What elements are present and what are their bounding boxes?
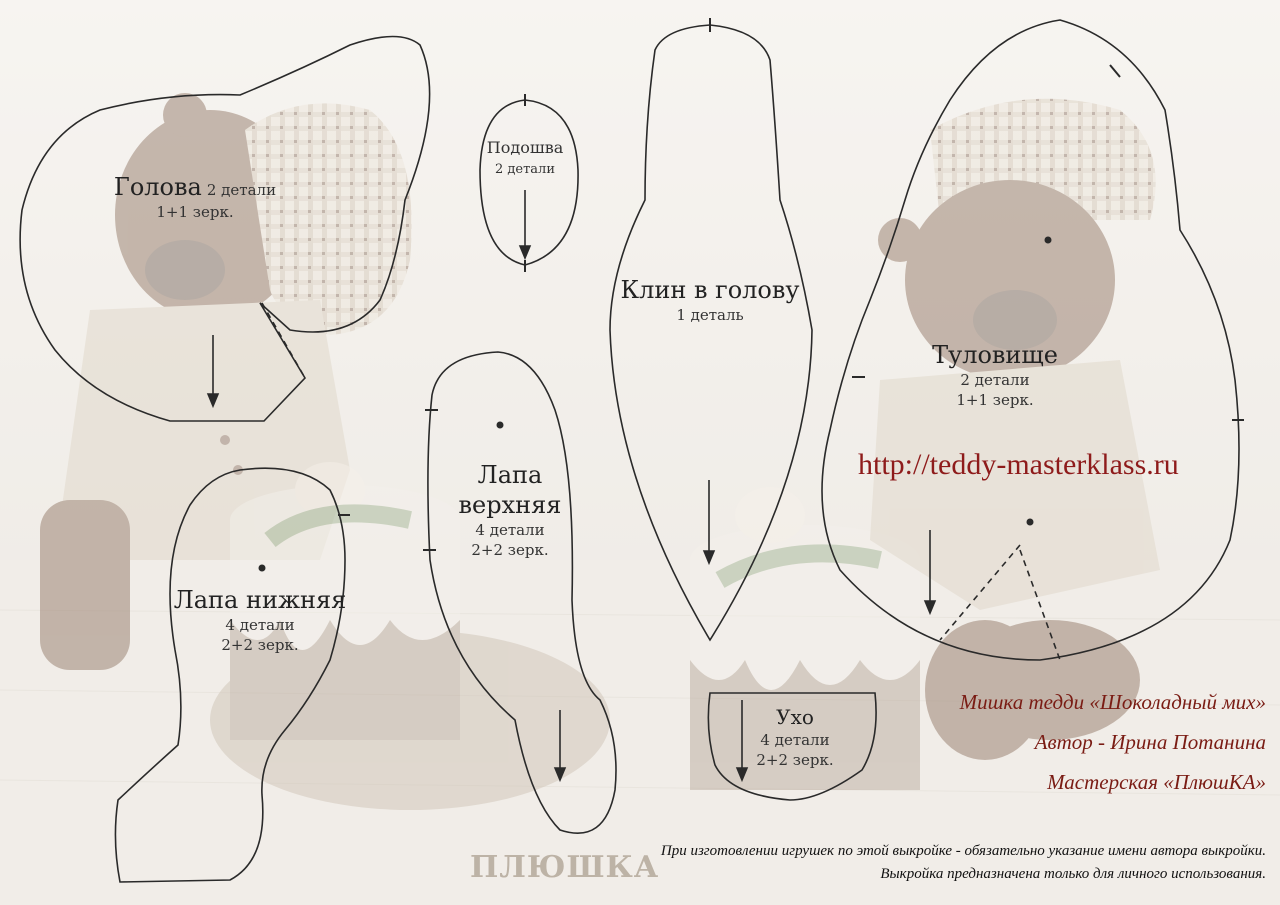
leg-label: Лапа нижняя 4 детали 2+2 зерк. <box>160 585 360 655</box>
gusset-title: Клин в голову <box>620 276 800 304</box>
head-label: Голова 2 детали 1+1 зерк. <box>75 172 315 222</box>
arm-title-1: Лапа <box>477 461 543 489</box>
leg-title: Лапа нижняя <box>173 586 347 614</box>
arm-count: 4 детали <box>475 521 545 539</box>
studio-logo: ПЛЮШКА <box>470 850 660 885</box>
ear-label: Ухо 4 детали 2+2 зерк. <box>740 705 850 770</box>
body-label: Туловище 2 детали 1+1 зерк. <box>905 340 1085 410</box>
usage-note-1: При изготовлении игрушек по этой выкройк… <box>660 843 1266 859</box>
arm-label: Лапа верхняя 4 детали 2+2 зерк. <box>440 460 580 560</box>
left-bear-photo <box>40 93 412 670</box>
arm-title-2: верхняя <box>458 491 562 519</box>
head-title: Голова <box>113 173 202 201</box>
credit-name: Мишка тедди «Шоколадный мих» <box>959 690 1266 714</box>
head-count: 2 детали <box>206 181 277 199</box>
arm-outline <box>427 351 617 834</box>
gusset-label: Клин в голову 1 деталь <box>605 275 815 325</box>
ear-mirror: 2+2 зерк. <box>756 751 834 769</box>
credit-studio: Мастерская «ПлюшКА» <box>1047 770 1266 794</box>
arm-grain-arrow <box>553 710 567 783</box>
right-bear-photo <box>870 98 1160 760</box>
leg-mirror: 2+2 зерк. <box>221 636 299 654</box>
sole-grain-arrow <box>518 190 532 261</box>
body-outline <box>821 19 1240 661</box>
ear-outline <box>707 692 877 801</box>
leg-outline <box>114 467 346 883</box>
credit-author: Автор - Ирина Потанина <box>1034 730 1266 754</box>
body-count: 2 детали <box>960 371 1030 389</box>
head-joint-dot <box>1044 236 1052 244</box>
gusset-count: 1 деталь <box>676 306 744 324</box>
usage-note-2: Выкройка предназначена только для личног… <box>880 866 1266 882</box>
body-title: Туловище <box>932 341 1058 369</box>
sole-label: Подошва 2 детали <box>470 138 580 178</box>
arm-joint-dot <box>496 421 504 429</box>
ear-grain-arrow <box>735 700 749 783</box>
ear-count: 4 детали <box>760 731 830 749</box>
body-dart-dashed <box>939 544 1061 661</box>
gusset-outline <box>609 24 813 642</box>
head-mirror: 1+1 зерк. <box>156 203 234 221</box>
leg-joint-dot <box>258 564 266 572</box>
body-grain-arrow <box>923 530 937 616</box>
head-outline <box>19 35 431 422</box>
gusset-grain-arrow <box>702 480 716 566</box>
sole-title: Подошва <box>486 138 564 157</box>
ear-title: Ухо <box>776 705 814 729</box>
left-cake-photo <box>210 462 610 810</box>
head-dart-dashed <box>261 302 306 379</box>
sole-count: 2 детали <box>495 162 555 177</box>
right-cake-photo <box>690 487 920 790</box>
body-mirror: 1+1 зерк. <box>956 391 1034 409</box>
body-notch-top <box>1109 64 1121 78</box>
leg-count: 4 детали <box>225 616 295 634</box>
head-grain-arrow <box>206 335 220 409</box>
body-joint-dot <box>1026 518 1034 526</box>
arm-mirror: 2+2 зерк. <box>471 541 549 559</box>
website-link[interactable]: http://teddy-masterklass.ru <box>858 448 1179 481</box>
